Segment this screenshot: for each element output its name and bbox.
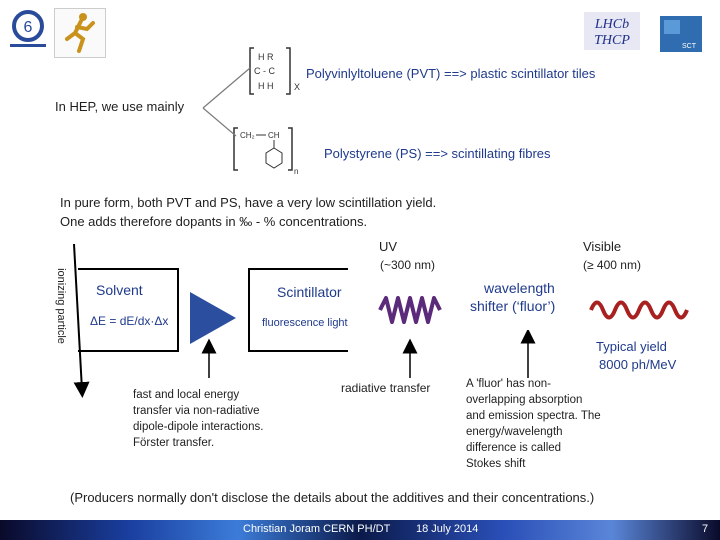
stokes-note-line: A 'fluor' has non-	[466, 378, 551, 390]
pvt-top: H R	[258, 52, 274, 62]
ps-line: Polystyrene (PS) ==> scintillating fibre…	[324, 146, 551, 161]
branch-lines	[202, 67, 251, 137]
forster-note: fast and local energy transfer via non-r…	[133, 387, 263, 451]
forster-note-line: Förster transfer.	[133, 437, 215, 449]
ps-n: n	[294, 167, 298, 176]
visible-wave-icon	[589, 300, 689, 320]
forster-note-line: dipole-dipole interactions.	[133, 421, 264, 433]
transfer-arrows	[201, 330, 536, 378]
svg-text:THCP: THCP	[594, 33, 630, 48]
stokes-note-line: Stokes shift	[466, 458, 526, 470]
ps-structure: CH₂ CH n	[233, 127, 298, 176]
delta-e-label: ΔE = dE/dx·Δx	[90, 314, 169, 328]
producers-note: (Producers normally don't disclose the d…	[70, 490, 595, 505]
stokes-note-line: energy/wavelength	[466, 426, 563, 438]
pvt-bot: H H	[258, 81, 274, 91]
stokes-note-line: overlapping absorption	[466, 394, 583, 406]
solvent-label: Solvent	[96, 282, 143, 298]
footer-page-number: 7	[702, 523, 709, 535]
forster-note-line: transfer via non-radiative	[133, 405, 260, 417]
uv-wave-icon	[378, 296, 442, 324]
footer-bar: Christian Joram CERN PH/DT 18 July 2014 …	[0, 520, 720, 540]
visible-range: (≥ 400 nm)	[583, 258, 641, 272]
scintillator-box	[248, 268, 348, 352]
visible-label: Visible	[583, 239, 622, 254]
lhcb-logo-icon: LHCb THCP	[584, 12, 640, 50]
typical-yield-2: 8000 ph/MeV	[599, 357, 677, 372]
stokes-note-line: difference is called	[466, 442, 562, 454]
pure-line-1: In pure form, both PVT and PS, have a ve…	[60, 195, 437, 210]
stokes-note-line: and emission spectra. The	[466, 410, 601, 422]
footer-date: 18 July 2014	[416, 523, 479, 535]
institute-logo-icon: SCT	[660, 16, 702, 52]
footer-author: Christian Joram CERN PH/DT	[243, 523, 391, 535]
svg-text:SCT: SCT	[682, 43, 697, 50]
stokes-shift-note: A 'fluor' has non- overlapping absorptio…	[466, 376, 601, 472]
hep-line: In HEP, we use mainly	[55, 99, 185, 114]
ps-ch: CH	[268, 131, 280, 140]
typical-yield-1: Typical yield	[596, 339, 667, 354]
fluorescence-label: fluorescence light	[262, 317, 348, 329]
uv-label: UV	[379, 239, 398, 254]
forster-note-line: fast and local energy	[133, 389, 240, 401]
pvt-mid: C - C	[254, 66, 275, 76]
pvt-line: Polyvinlyltoluene (PVT) ==> plastic scin…	[306, 66, 596, 81]
logo-icon: 6	[6, 8, 50, 52]
pvt-structure: H R C - C H H X	[249, 47, 300, 95]
wls-label-2: shifter (‘fluor’)	[470, 298, 556, 314]
pvt-x: X	[294, 82, 300, 92]
uv-range: (~300 nm)	[380, 258, 436, 272]
solvent-box	[78, 268, 179, 352]
svg-text:6: 6	[24, 19, 33, 36]
logo-icon: 6	[10, 10, 46, 47]
wls-label-1: wavelength	[484, 280, 555, 296]
ps-ch2: CH₂	[240, 131, 255, 140]
radiative-transfer-label: radiative transfer	[341, 381, 431, 395]
running-figure-icon	[54, 8, 106, 58]
scintillator-label: Scintillator	[277, 284, 342, 300]
ionizing-particle-arrow	[73, 243, 90, 398]
energy-transfer-arrow-icon	[190, 292, 236, 344]
pure-line-2: One adds therefore dopants in ‰ - % conc…	[60, 214, 368, 229]
svg-text:LHCb: LHCb	[594, 17, 629, 32]
